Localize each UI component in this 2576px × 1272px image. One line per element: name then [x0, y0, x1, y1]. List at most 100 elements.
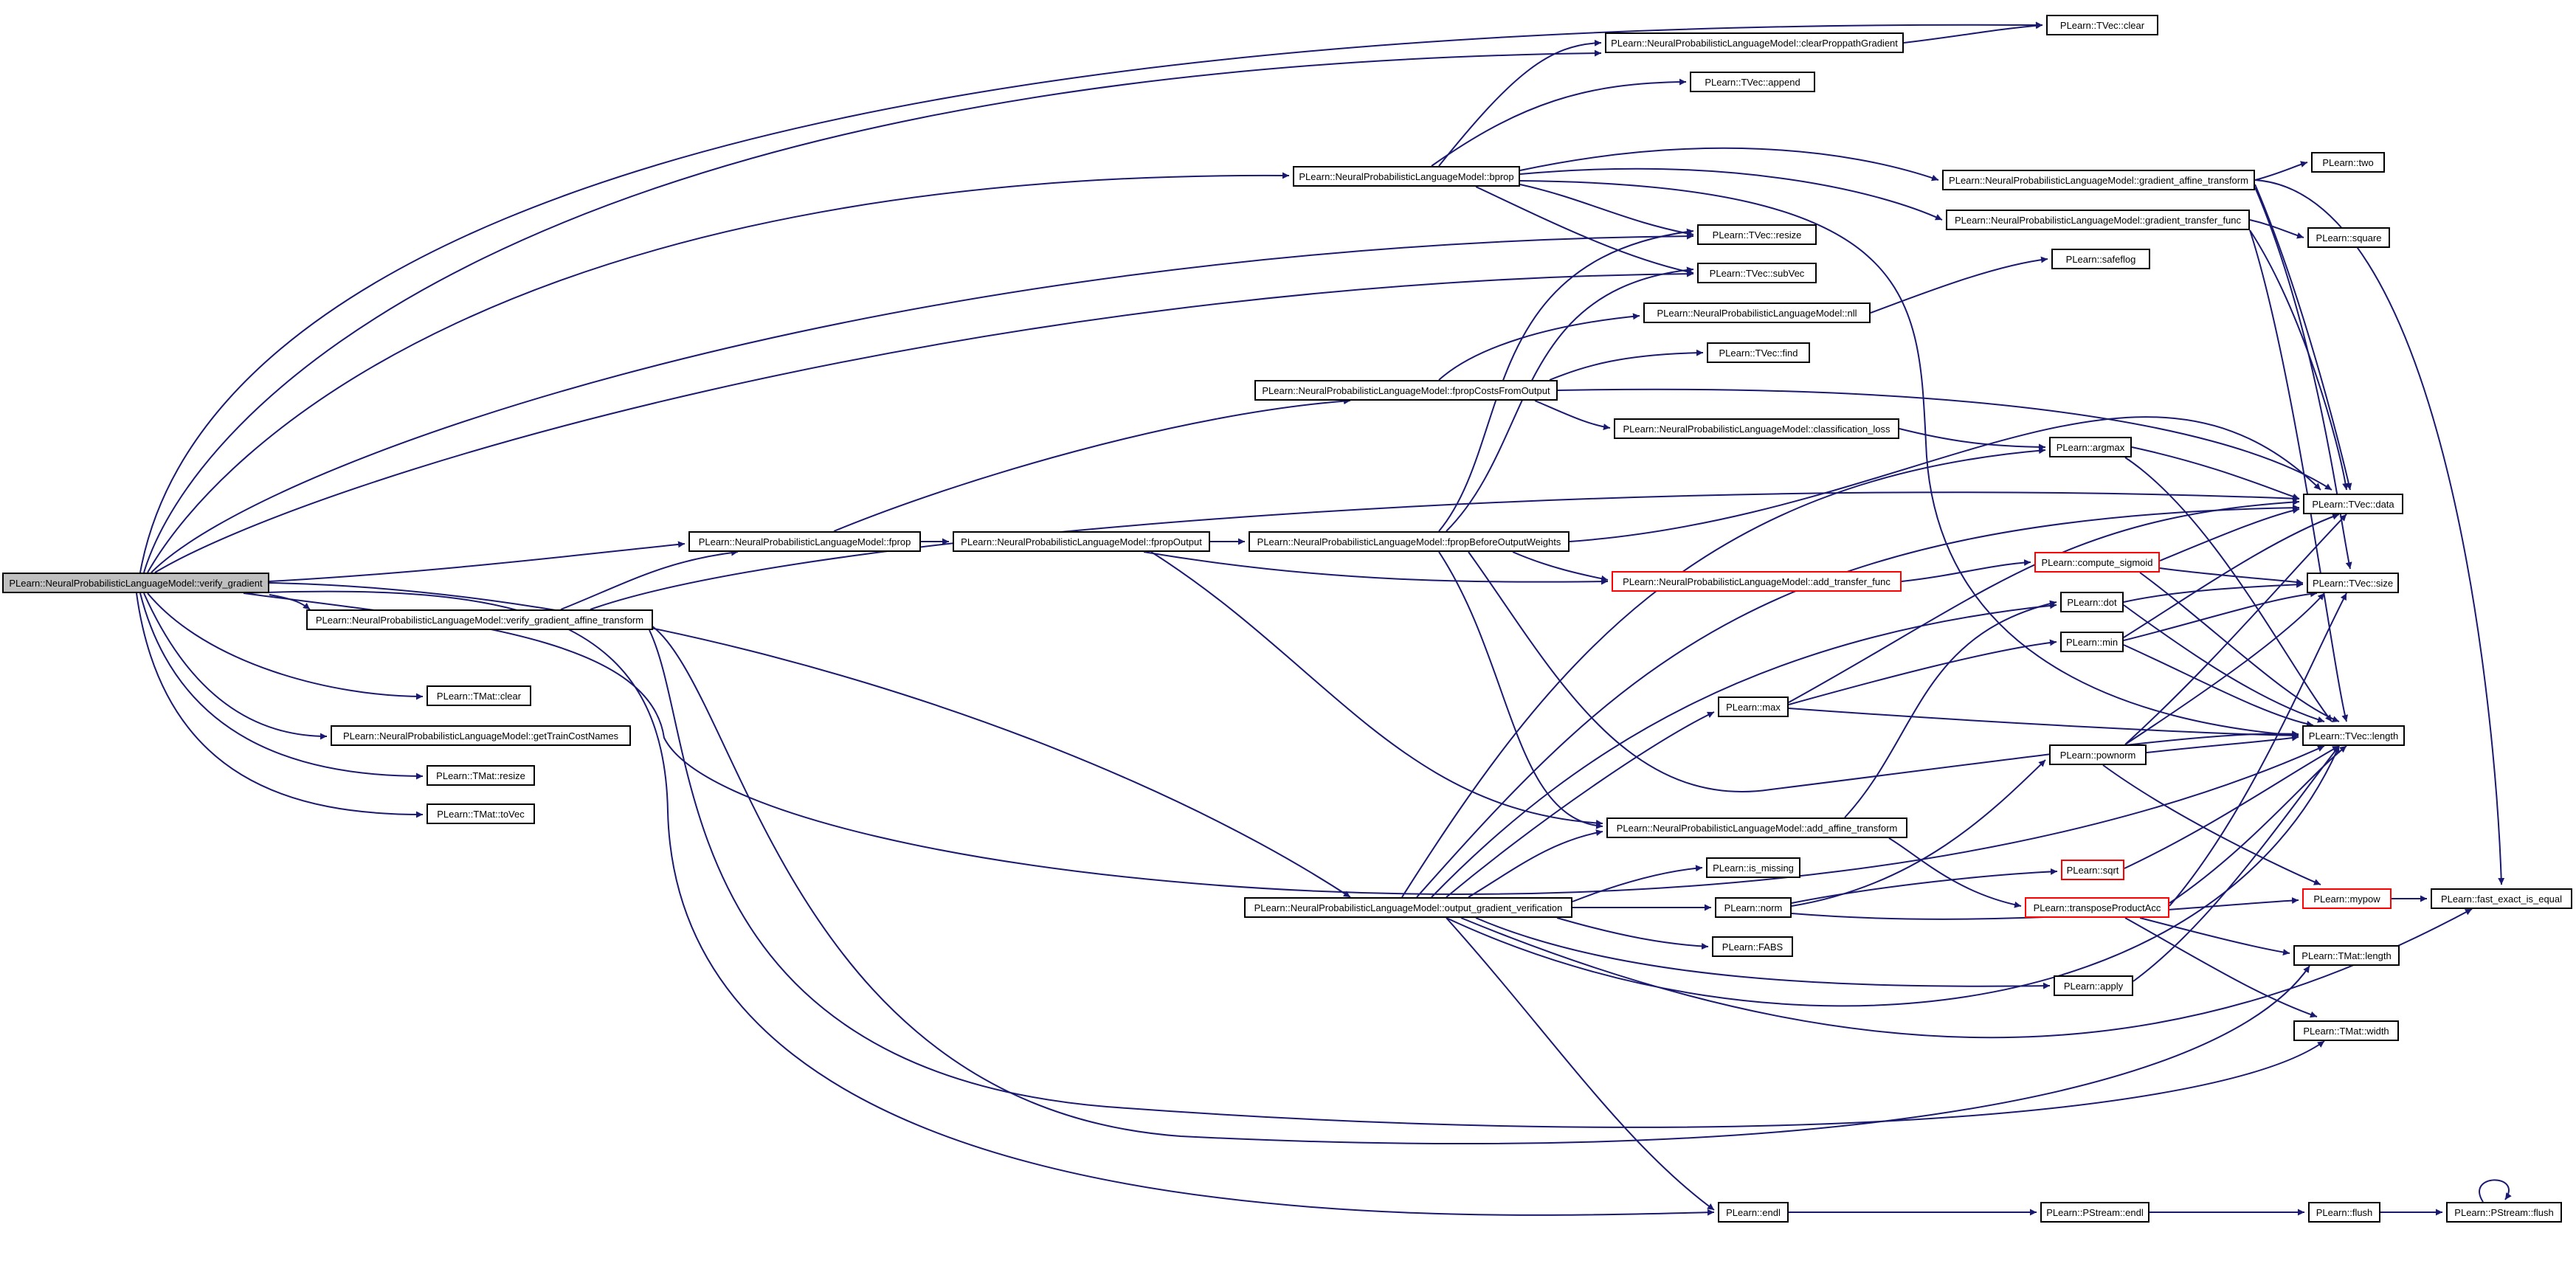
node-tvec-data[interactable]: PLearn::TVec::data [2303, 494, 2403, 514]
node-gradient-affine-transform[interactable]: PLearn::NeuralProbabilisticLanguageModel… [1942, 170, 2255, 190]
node-get-train-cost-names[interactable]: PLearn::NeuralProbabilisticLanguageModel… [331, 725, 631, 746]
edge-fpbow-tvec-subvec [1446, 266, 1694, 532]
node-mypow[interactable]: PLearn::mypow [2302, 888, 2392, 909]
edge-transpose-tvec-length [2169, 745, 2347, 904]
edge-bprop-tvec-subvec [1475, 186, 1694, 275]
edge-vgat-tmat-width [649, 629, 2325, 1128]
edge-argmax-tvec-data [2131, 446, 2300, 500]
edge-ogv-max [1446, 711, 1715, 898]
node-verify-gradient[interactable]: PLearn::NeuralProbabilisticLanguageModel… [2, 573, 269, 593]
node-square[interactable]: PLearn::square [2307, 227, 2390, 248]
node-norm[interactable]: PLearn::norm [1715, 897, 1792, 918]
edge-fpo-add-transfer [1143, 551, 1609, 585]
edge-fpbow-tvec-length [1468, 551, 2299, 792]
node-flush[interactable]: PLearn::flush [2308, 1202, 2380, 1223]
node-tmat-resize[interactable]: PLearn::TMat::resize [427, 765, 535, 786]
edge-vg-bprop [147, 172, 1290, 573]
node-fprop-before-output-weights[interactable]: PLearn::NeuralProbabilisticLanguageModel… [1249, 531, 1570, 552]
node-fprop-output[interactable]: PLearn::NeuralProbabilisticLanguageModel… [953, 531, 1210, 552]
edge-vg-tmat-tovec [136, 592, 424, 818]
node-classification-loss[interactable]: PLearn::NeuralProbabilisticLanguageModel… [1614, 418, 1899, 439]
node-fast-exact-is-equal[interactable]: PLearn::fast_exact_is_equal [2431, 888, 2572, 909]
edge-add-affine-dot [1844, 600, 2057, 818]
edge-fpbow-tvec-data [1569, 416, 2321, 542]
edge-apply-tvec-length [2133, 745, 2340, 982]
edge-vg-tvec-length [243, 592, 2325, 895]
edge-ogv-tvec-length [1446, 745, 2340, 1007]
edge-bprop-tvec-resize [1519, 184, 1694, 237]
node-tvec-subvec[interactable]: PLearn::TVec::subVec [1697, 263, 1817, 283]
edge-vgat-tvec-data [590, 491, 2300, 610]
edge-bprop-tvec-length [1519, 180, 2299, 739]
edge-max-tvec-length [1788, 708, 2299, 739]
node-clear-proppath-gradient[interactable]: PLearn::NeuralProbabilisticLanguageModel… [1605, 32, 1904, 53]
node-tvec-resize[interactable]: PLearn::TVec::resize [1697, 224, 1817, 245]
edge-vg-tmat-resize [139, 592, 424, 780]
node-bprop[interactable]: PLearn::NeuralProbabilisticLanguageModel… [1293, 166, 1520, 187]
node-add-affine-transform[interactable]: PLearn::NeuralProbabilisticLanguageModel… [1606, 818, 1907, 838]
node-transpose-product-acc[interactable]: PLearn::transposeProductAcc [2025, 897, 2169, 918]
node-fabs[interactable]: PLearn::FABS [1712, 936, 1793, 957]
edge-gtf-tvec-data [2249, 229, 2349, 491]
node-verify-gradient-affine-transform[interactable]: PLearn::NeuralProbabilisticLanguageModel… [306, 609, 653, 630]
node-max[interactable]: PLearn::max [1718, 697, 1789, 717]
edge-ogv-tvec-data [1416, 504, 2300, 898]
node-endl[interactable]: PLearn::endl [1718, 1202, 1789, 1223]
edge-vg-endl [243, 590, 1715, 1216]
edge-gtf-square [2249, 219, 2304, 239]
node-nll[interactable]: PLearn::NeuralProbabilisticLanguageModel… [1643, 303, 1871, 323]
node-fprop-costs-from-output[interactable]: PLearn::NeuralProbabilisticLanguageModel… [1254, 380, 1558, 401]
node-sqrt[interactable]: PLearn::sqrt [2061, 860, 2124, 880]
node-tmat-length[interactable]: PLearn::TMat::length [2293, 945, 2400, 966]
edge-fpbow-tvec-resize [1438, 228, 1694, 532]
edge-ogv-add-affine [1468, 829, 1603, 898]
node-safeflog[interactable]: PLearn::safeflog [2051, 249, 2150, 269]
edge-ogv-apply [1475, 917, 2051, 989]
edge-bprop-gat [1519, 147, 1939, 182]
node-compute-sigmoid[interactable]: PLearn::compute_sigmoid [2034, 552, 2160, 573]
edge-fpcfo-class-loss [1534, 400, 1611, 431]
edge-vg-clear-proppath [143, 49, 1602, 573]
node-tvec-size[interactable]: PLearn::TVec::size [2307, 573, 2399, 593]
node-pownorm[interactable]: PLearn::pownorm [2049, 744, 2147, 765]
node-tmat-clear[interactable]: PLearn::TMat::clear [427, 685, 531, 706]
node-tvec-length[interactable]: PLearn::TVec::length [2302, 725, 2405, 746]
node-tmat-width[interactable]: PLearn::TMat::width [2293, 1020, 2399, 1041]
node-tvec-clear[interactable]: PLearn::TVec::clear [2046, 15, 2158, 35]
node-pstream-flush[interactable]: PLearn::PStream::flush [2446, 1202, 2562, 1223]
edge-ogv-is-missing [1572, 865, 1703, 902]
edge-pstream-flush-self [2479, 1179, 2512, 1203]
node-gradient-transfer-func[interactable]: PLearn::NeuralProbabilisticLanguageModel… [1946, 210, 2250, 230]
node-argmax[interactable]: PLearn::argmax [2049, 437, 2132, 457]
edge-fprop-fpcfo [833, 398, 1351, 532]
edge-sqrt-tvec-length [2124, 745, 2340, 869]
node-dot[interactable]: PLearn::dot [2060, 592, 2124, 612]
node-two[interactable]: PLearn::two [2311, 152, 2385, 173]
edge-vg-tvec-subvec [154, 270, 1694, 573]
edge-fpbow-add-affine [1438, 551, 1603, 829]
node-is-missing[interactable]: PLearn::is_missing [1706, 857, 1800, 878]
edge-pownorm-tvec-data [2124, 514, 2347, 745]
edge-ogv-fabs [1556, 917, 1709, 950]
node-min[interactable]: PLearn::min [2060, 632, 2124, 652]
node-add-transfer-func[interactable]: PLearn::NeuralProbabilisticLanguageModel… [1612, 571, 1902, 592]
node-fprop[interactable]: PLearn::NeuralProbabilisticLanguageModel… [688, 531, 921, 552]
edge-min-tvec-size [2123, 590, 2318, 641]
edge-ogv-dot [1431, 602, 2057, 898]
node-apply[interactable]: PLearn::apply [2054, 975, 2133, 996]
edge-argmax-tvec-length [2124, 457, 2332, 722]
edge-bprop-gtf [1519, 167, 1943, 221]
edge-fpcfo-find [1549, 349, 1704, 381]
edge-vgat-tmat-length [641, 619, 2310, 1145]
node-tvec-append[interactable]: PLearn::TVec::append [1690, 72, 1815, 92]
edge-fpcfo-tvec-data [1557, 388, 2332, 491]
node-output-gradient-verification[interactable]: PLearn::NeuralProbabilisticLanguageModel… [1244, 897, 1572, 918]
node-tvec-find[interactable]: PLearn::TVec::find [1707, 342, 1810, 363]
edge-add-transfer-compute-sigmoid [1901, 559, 2031, 582]
edge-min-tvec-length [2123, 644, 2314, 727]
node-pstream-endl[interactable]: PLearn::PStream::endl [2040, 1202, 2149, 1223]
edge-fpo-add-affine [1150, 551, 1603, 826]
edge-vg-fprop [269, 541, 686, 582]
edge-add-affine-transpose [1888, 837, 2022, 908]
node-tmat-tovec[interactable]: PLearn::TMat::toVec [427, 803, 535, 824]
